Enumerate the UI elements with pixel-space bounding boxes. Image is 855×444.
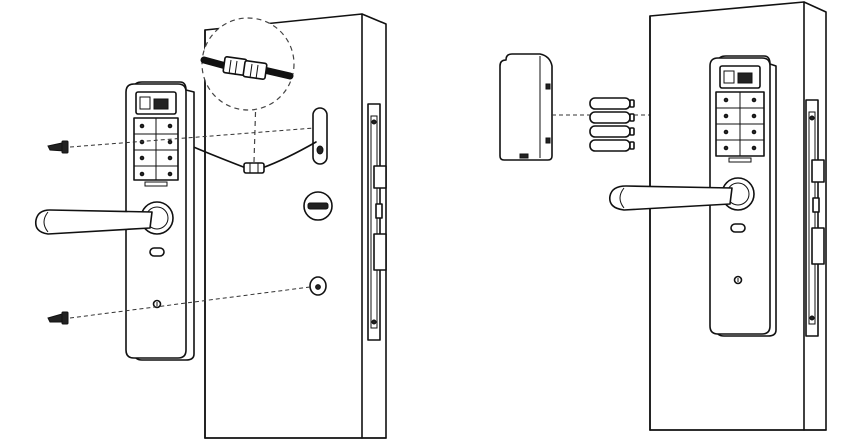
bottom-screw (47, 311, 69, 325)
connector-detail-callout (200, 17, 295, 111)
batteries (589, 97, 635, 152)
left-panel-install-lock (34, 13, 387, 439)
top-screw (47, 140, 69, 154)
latch-bolt (373, 165, 387, 189)
door-cable-slot (312, 107, 328, 165)
alignment-guides-left (69, 127, 315, 319)
right-panel-insert-batteries (499, 1, 827, 431)
battery-3 (589, 125, 635, 138)
cable-connector (243, 162, 265, 174)
handle-plate-left (125, 81, 195, 361)
lever-handle-right (608, 185, 733, 211)
battery-cover (499, 53, 553, 161)
dead-bolt (373, 233, 387, 271)
spindle-hole (303, 191, 333, 221)
handle-plate-right (709, 55, 777, 337)
battery-4 (589, 139, 635, 152)
lower-screw-hole (309, 276, 327, 296)
lever-handle-left (34, 209, 153, 235)
door-slab-left (204, 13, 387, 439)
battery-1 (589, 97, 635, 110)
battery-2 (589, 111, 635, 124)
